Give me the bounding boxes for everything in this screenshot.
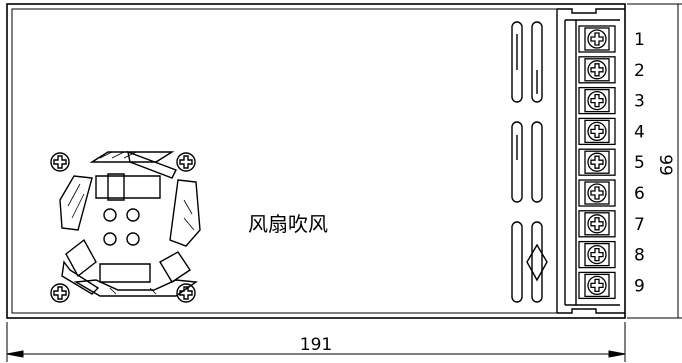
- fan-blade-hatching: [67, 151, 195, 295]
- terminal-screw-9: [578, 271, 616, 300]
- terminal-screw-8: [578, 240, 616, 269]
- terminal-screw-2: [578, 56, 616, 84]
- terminal-number-6: 6: [634, 184, 645, 204]
- width-dimension: [6, 322, 626, 362]
- terminal-screw-6: [578, 179, 616, 207]
- terminal-block: [556, 8, 625, 314]
- vent-slots: [511, 21, 548, 303]
- terminal-number-1: 1: [634, 30, 645, 50]
- terminal-number-9: 9: [634, 276, 645, 296]
- terminal-number-8: 8: [634, 246, 645, 266]
- height-dimension-label: 99: [655, 154, 675, 176]
- fan-mounting-screws: [50, 152, 196, 303]
- fan-guard: [59, 150, 201, 297]
- terminal-screw-1: [578, 25, 616, 53]
- fan-airflow-label: 风扇吹风: [248, 212, 328, 236]
- terminal-number-4: 4: [634, 122, 645, 142]
- width-dimension-label: 191: [300, 335, 332, 355]
- terminal-screw-5: [578, 148, 616, 176]
- terminal-screws: [578, 25, 616, 300]
- terminal-screw-4: [578, 117, 616, 146]
- terminal-screw-3: [578, 86, 616, 115]
- terminal-number-3: 3: [634, 92, 645, 112]
- terminal-screw-7: [578, 210, 616, 238]
- height-dimension: [627, 3, 682, 319]
- terminal-number-7: 7: [634, 215, 645, 235]
- terminal-number-5: 5: [634, 153, 645, 173]
- terminal-number-2: 2: [634, 61, 645, 81]
- terminal-numbers: 1 2 3 4 5 6 7 8 9: [634, 30, 645, 296]
